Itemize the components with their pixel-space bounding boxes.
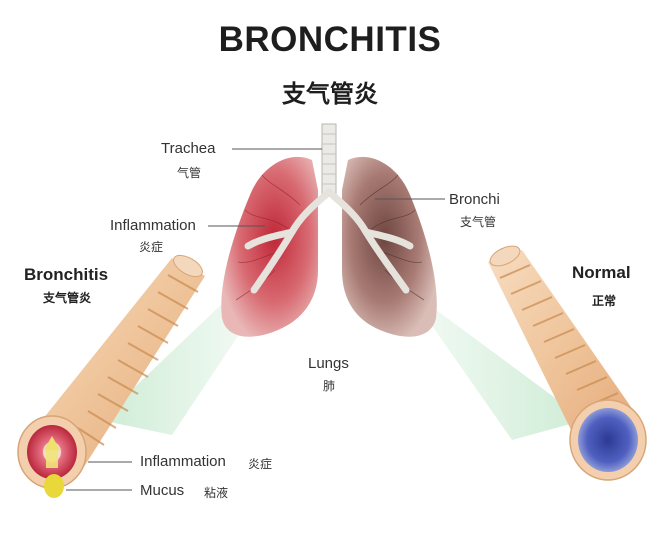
trachea-label-cn: 气管 — [177, 166, 202, 180]
bronchi-label-cn: 支气管 — [460, 215, 497, 229]
lungs-label: Lungs — [308, 355, 349, 372]
bronchitis-airway-tube — [17, 254, 205, 498]
bronchitis-heading: Bronchitis — [24, 265, 109, 284]
zoom-beam-left — [100, 282, 262, 435]
zoom-beam-right — [400, 280, 585, 440]
leader-lines — [66, 148, 445, 491]
inflamed-lung — [221, 156, 318, 337]
inflammation-label-top-cn: 炎症 — [139, 240, 164, 254]
normal-lumen — [578, 408, 638, 472]
bronchitis-heading-cn: 支气管炎 — [43, 291, 92, 305]
trachea — [321, 123, 337, 195]
inflammation-label-bottom-cn: 炎症 — [248, 457, 273, 471]
bronchi-tubes — [244, 188, 414, 294]
normal-heading-cn: 正常 — [592, 294, 617, 308]
inflammation-label-bottom: Inflammation — [140, 453, 226, 470]
healthy-lung — [342, 156, 437, 337]
inflammation-label-top: Inflammation — [110, 217, 196, 234]
trachea-label: Trachea — [161, 140, 216, 157]
mucus-drop — [44, 474, 64, 498]
page-subtitle: 支气管炎 — [282, 80, 378, 108]
bronchi-label: Bronchi — [449, 191, 500, 208]
normal-airway-tube — [488, 245, 647, 481]
page-title: BRONCHITIS — [218, 20, 442, 59]
normal-heading: Normal — [572, 263, 631, 282]
lungs-label-cn: 肺 — [323, 379, 336, 393]
mucus-label: Mucus — [140, 482, 185, 499]
mucus-label-cn: 粘液 — [204, 486, 229, 500]
